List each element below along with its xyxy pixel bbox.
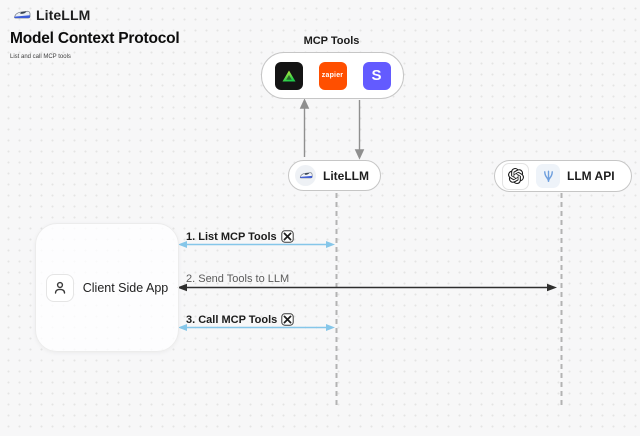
- zapier-icon: zapier: [318, 61, 347, 90]
- page-title: Model Context Protocol: [10, 30, 180, 47]
- mcp-litellm-arrows: [299, 98, 365, 160]
- litellm-node: LiteLLM: [288, 160, 381, 191]
- bullet-train-icon: [14, 10, 31, 18]
- llm-api-node-label: LLM API: [567, 169, 615, 183]
- tools-icon: [280, 230, 294, 243]
- step-3-label: 3. Call MCP Tools: [186, 313, 294, 326]
- step-1-label: 1. List MCP Tools: [186, 230, 294, 243]
- blue-llm-icon: [536, 164, 560, 188]
- step-3-text: 3. Call MCP Tools: [186, 313, 278, 326]
- zapier-label: zapier: [321, 72, 344, 79]
- stripe-icon: S: [362, 61, 391, 90]
- mcp-tools-box: zapier S: [261, 52, 404, 99]
- step-2-text: 2. Send Tools to LLM: [186, 273, 290, 285]
- page-subtitle: List and call MCP tools: [10, 54, 71, 60]
- brand-name: LiteLLM: [36, 7, 91, 23]
- step-1-text: 1. List MCP Tools: [186, 230, 277, 243]
- lifelines: [335, 193, 563, 408]
- litellm-node-label: LiteLLM: [323, 168, 369, 183]
- client-side-app-node: Client Side App: [35, 223, 179, 352]
- llm-api-node: LLM API: [494, 160, 632, 192]
- client-side-app-label: Client Side App: [82, 280, 169, 295]
- bullet-train-icon: [295, 165, 316, 186]
- openai-icon: [502, 162, 529, 190]
- green-triangle-tool-icon: [274, 61, 303, 90]
- stripe-label: S: [371, 67, 382, 84]
- mcp-tools-label: MCP Tools: [303, 35, 360, 47]
- step-2-label: 2. Send Tools to LLM: [186, 273, 289, 285]
- tools-icon: [281, 313, 294, 326]
- brand: LiteLLM: [13, 7, 90, 23]
- person-icon: [45, 273, 74, 302]
